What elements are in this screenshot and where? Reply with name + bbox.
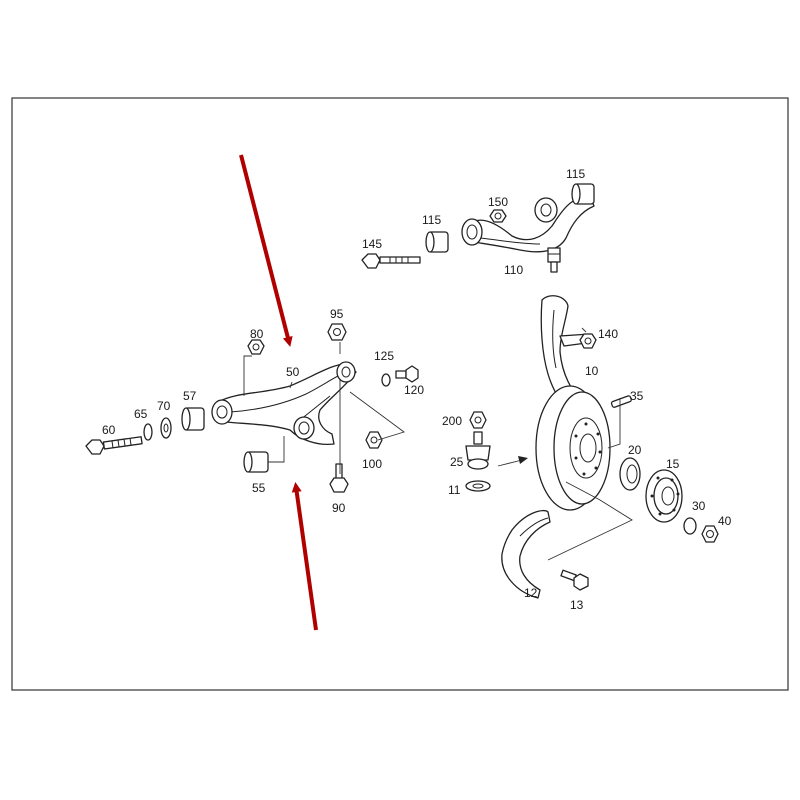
- circlip-30[interactable]: [683, 517, 697, 535]
- bushing-115-left[interactable]: [425, 231, 449, 253]
- callout-150: 150: [488, 195, 508, 209]
- upper-control-arm[interactable]: [461, 195, 595, 273]
- bushing-55[interactable]: [243, 451, 269, 473]
- callout-60: 60: [102, 423, 116, 437]
- washer-125[interactable]: [381, 373, 391, 387]
- callout-57: 57: [183, 389, 197, 403]
- wheel-bearing-20[interactable]: [619, 457, 641, 491]
- callout-140: 140: [598, 327, 618, 341]
- callout-65: 65: [134, 407, 148, 421]
- callout-40: 40: [718, 514, 732, 528]
- nut-150[interactable]: [489, 209, 507, 223]
- lower-control-arm[interactable]: [211, 361, 357, 446]
- nut-80[interactable]: [247, 339, 265, 355]
- ball-joint-25[interactable]: [465, 431, 491, 470]
- callout-25: 25: [450, 455, 464, 469]
- callout-145: 145: [362, 237, 382, 251]
- nut-40[interactable]: [701, 525, 719, 543]
- washer-65[interactable]: [143, 423, 153, 441]
- splash-shield-12[interactable]: [501, 509, 551, 599]
- callout-120: 120: [404, 383, 424, 397]
- callout-11: 11: [448, 483, 461, 497]
- install-direction-arrow: [497, 456, 528, 467]
- callout-35: 35: [630, 389, 644, 403]
- bushing-115-right[interactable]: [571, 183, 595, 205]
- callout-20: 20: [628, 443, 642, 457]
- diagram-frame: [11, 97, 789, 691]
- callout-50: 50: [286, 365, 300, 379]
- nut-100[interactable]: [365, 431, 383, 449]
- callout-80: 80: [250, 327, 264, 341]
- callout-110: 110: [504, 263, 523, 277]
- washer-70[interactable]: [160, 417, 172, 439]
- nut-140[interactable]: [579, 333, 597, 349]
- callout-100: 100: [362, 457, 382, 471]
- callout-12: 12: [524, 586, 538, 600]
- callout-15: 15: [666, 457, 680, 471]
- bolt-145[interactable]: [361, 253, 421, 269]
- callout-70: 70: [157, 399, 171, 413]
- bolt-13[interactable]: [560, 569, 589, 591]
- bolt-60[interactable]: [85, 436, 143, 455]
- bolt-120[interactable]: [395, 365, 419, 383]
- callout-55: 55: [252, 481, 266, 495]
- retaining-ring-11[interactable]: [465, 480, 491, 492]
- callout-200: 200: [442, 414, 462, 428]
- nut-200[interactable]: [469, 411, 487, 429]
- highlight-arrow-bottom: [291, 482, 318, 631]
- callout-90: 90: [332, 501, 346, 515]
- callout-125: 125: [374, 349, 394, 363]
- nut-95[interactable]: [327, 323, 347, 341]
- callout-95: 95: [330, 307, 344, 321]
- callout-30: 30: [692, 499, 706, 513]
- callout-115-left: 115: [422, 213, 441, 227]
- bolt-90[interactable]: [329, 463, 349, 493]
- callout-10: 10: [585, 364, 599, 378]
- brake-disc[interactable]: [535, 385, 611, 511]
- wheel-hub-15[interactable]: [645, 469, 683, 523]
- bushing-57[interactable]: [181, 407, 205, 431]
- callout-115-right: 115: [566, 167, 585, 181]
- callout-13: 13: [570, 598, 584, 612]
- highlight-arrow-top: [239, 154, 293, 347]
